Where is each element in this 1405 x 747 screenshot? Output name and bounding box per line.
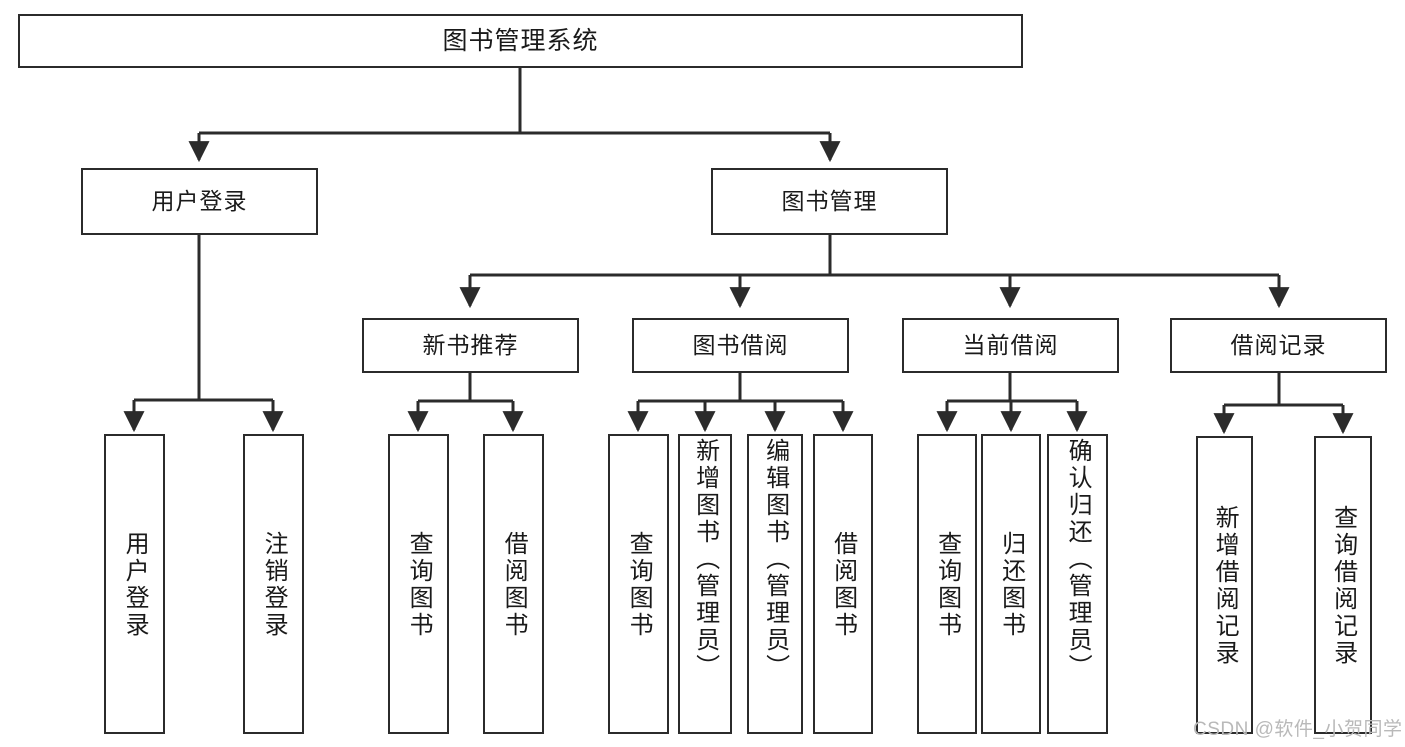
node-book-borrow[interactable]: 图书借阅 bbox=[632, 318, 849, 373]
node-label: 用户登录 bbox=[121, 531, 149, 639]
node-borrow-record[interactable]: 借阅记录 bbox=[1170, 318, 1387, 373]
node-label: 当前借阅 bbox=[962, 332, 1059, 359]
node-label: 查询图书 bbox=[625, 531, 653, 639]
leaf-borrow-book[interactable]: 借阅图书 bbox=[813, 434, 873, 734]
node-label: 编辑图书（管理员） bbox=[761, 438, 789, 681]
leaf-return-book[interactable]: 归还图书 bbox=[981, 434, 1041, 734]
node-label: 新增借阅记录 bbox=[1211, 505, 1239, 667]
node-label: 查询借阅记录 bbox=[1329, 505, 1357, 667]
node-book-management-system[interactable]: 图书管理系统 bbox=[18, 14, 1023, 68]
node-label: 借阅图书 bbox=[829, 531, 857, 639]
node-label: 图书借阅 bbox=[692, 332, 789, 359]
csdn-watermark: CSDN @软件_小贺同学 bbox=[1193, 719, 1403, 740]
node-label: 新增图书（管理员） bbox=[691, 438, 719, 681]
node-label: 注销登录 bbox=[260, 531, 288, 639]
node-label: 归还图书 bbox=[997, 531, 1025, 639]
node-user-login[interactable]: 用户登录 bbox=[81, 168, 318, 235]
node-current-borrow[interactable]: 当前借阅 bbox=[902, 318, 1119, 373]
leaf-query-borrow-record[interactable]: 查询借阅记录 bbox=[1314, 436, 1372, 734]
node-label: 图书管理 bbox=[781, 188, 878, 215]
leaf-add-borrow-record[interactable]: 新增借阅记录 bbox=[1196, 436, 1253, 734]
node-label: 图书管理系统 bbox=[442, 26, 599, 55]
node-book-management[interactable]: 图书管理 bbox=[711, 168, 948, 235]
leaf-edit-book-admin[interactable]: 编辑图书（管理员） bbox=[747, 434, 803, 734]
leaf-logout[interactable]: 注销登录 bbox=[243, 434, 304, 734]
leaf-user-login[interactable]: 用户登录 bbox=[104, 434, 165, 734]
leaf-query-book-recommend[interactable]: 查询图书 bbox=[388, 434, 449, 734]
node-label: 借阅图书 bbox=[500, 531, 528, 639]
node-label: 借阅记录 bbox=[1230, 332, 1327, 359]
leaf-borrow-book-recommend[interactable]: 借阅图书 bbox=[483, 434, 544, 734]
leaf-query-book-current[interactable]: 查询图书 bbox=[917, 434, 977, 734]
node-new-book-recommend[interactable]: 新书推荐 bbox=[362, 318, 579, 373]
node-label: 新书推荐 bbox=[422, 332, 519, 359]
node-label: 用户登录 bbox=[151, 188, 248, 215]
node-label: 查询图书 bbox=[933, 531, 961, 639]
leaf-confirm-return-admin[interactable]: 确认归还（管理员） bbox=[1047, 434, 1108, 734]
node-label: 查询图书 bbox=[405, 531, 433, 639]
node-label: 确认归还（管理员） bbox=[1064, 438, 1092, 681]
leaf-query-book-borrow[interactable]: 查询图书 bbox=[608, 434, 669, 734]
leaf-add-book-admin[interactable]: 新增图书（管理员） bbox=[678, 434, 732, 734]
